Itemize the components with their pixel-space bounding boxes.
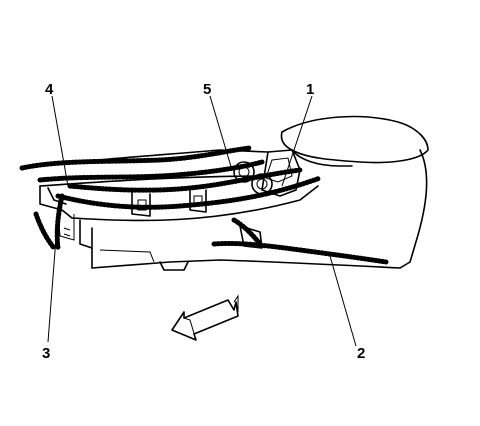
callout-1: 1 <box>306 81 314 98</box>
view-direction-arrow-icon <box>171 294 239 341</box>
leader-lines <box>47 95 357 347</box>
callout-3: 3 <box>42 345 50 362</box>
callout-5: 5 <box>203 81 211 98</box>
floor-harness-2 <box>211 217 389 265</box>
wiring-harness <box>19 145 323 251</box>
callout-4: 4 <box>45 81 54 98</box>
callout-2: 2 <box>357 345 365 362</box>
floor-console <box>29 115 429 271</box>
